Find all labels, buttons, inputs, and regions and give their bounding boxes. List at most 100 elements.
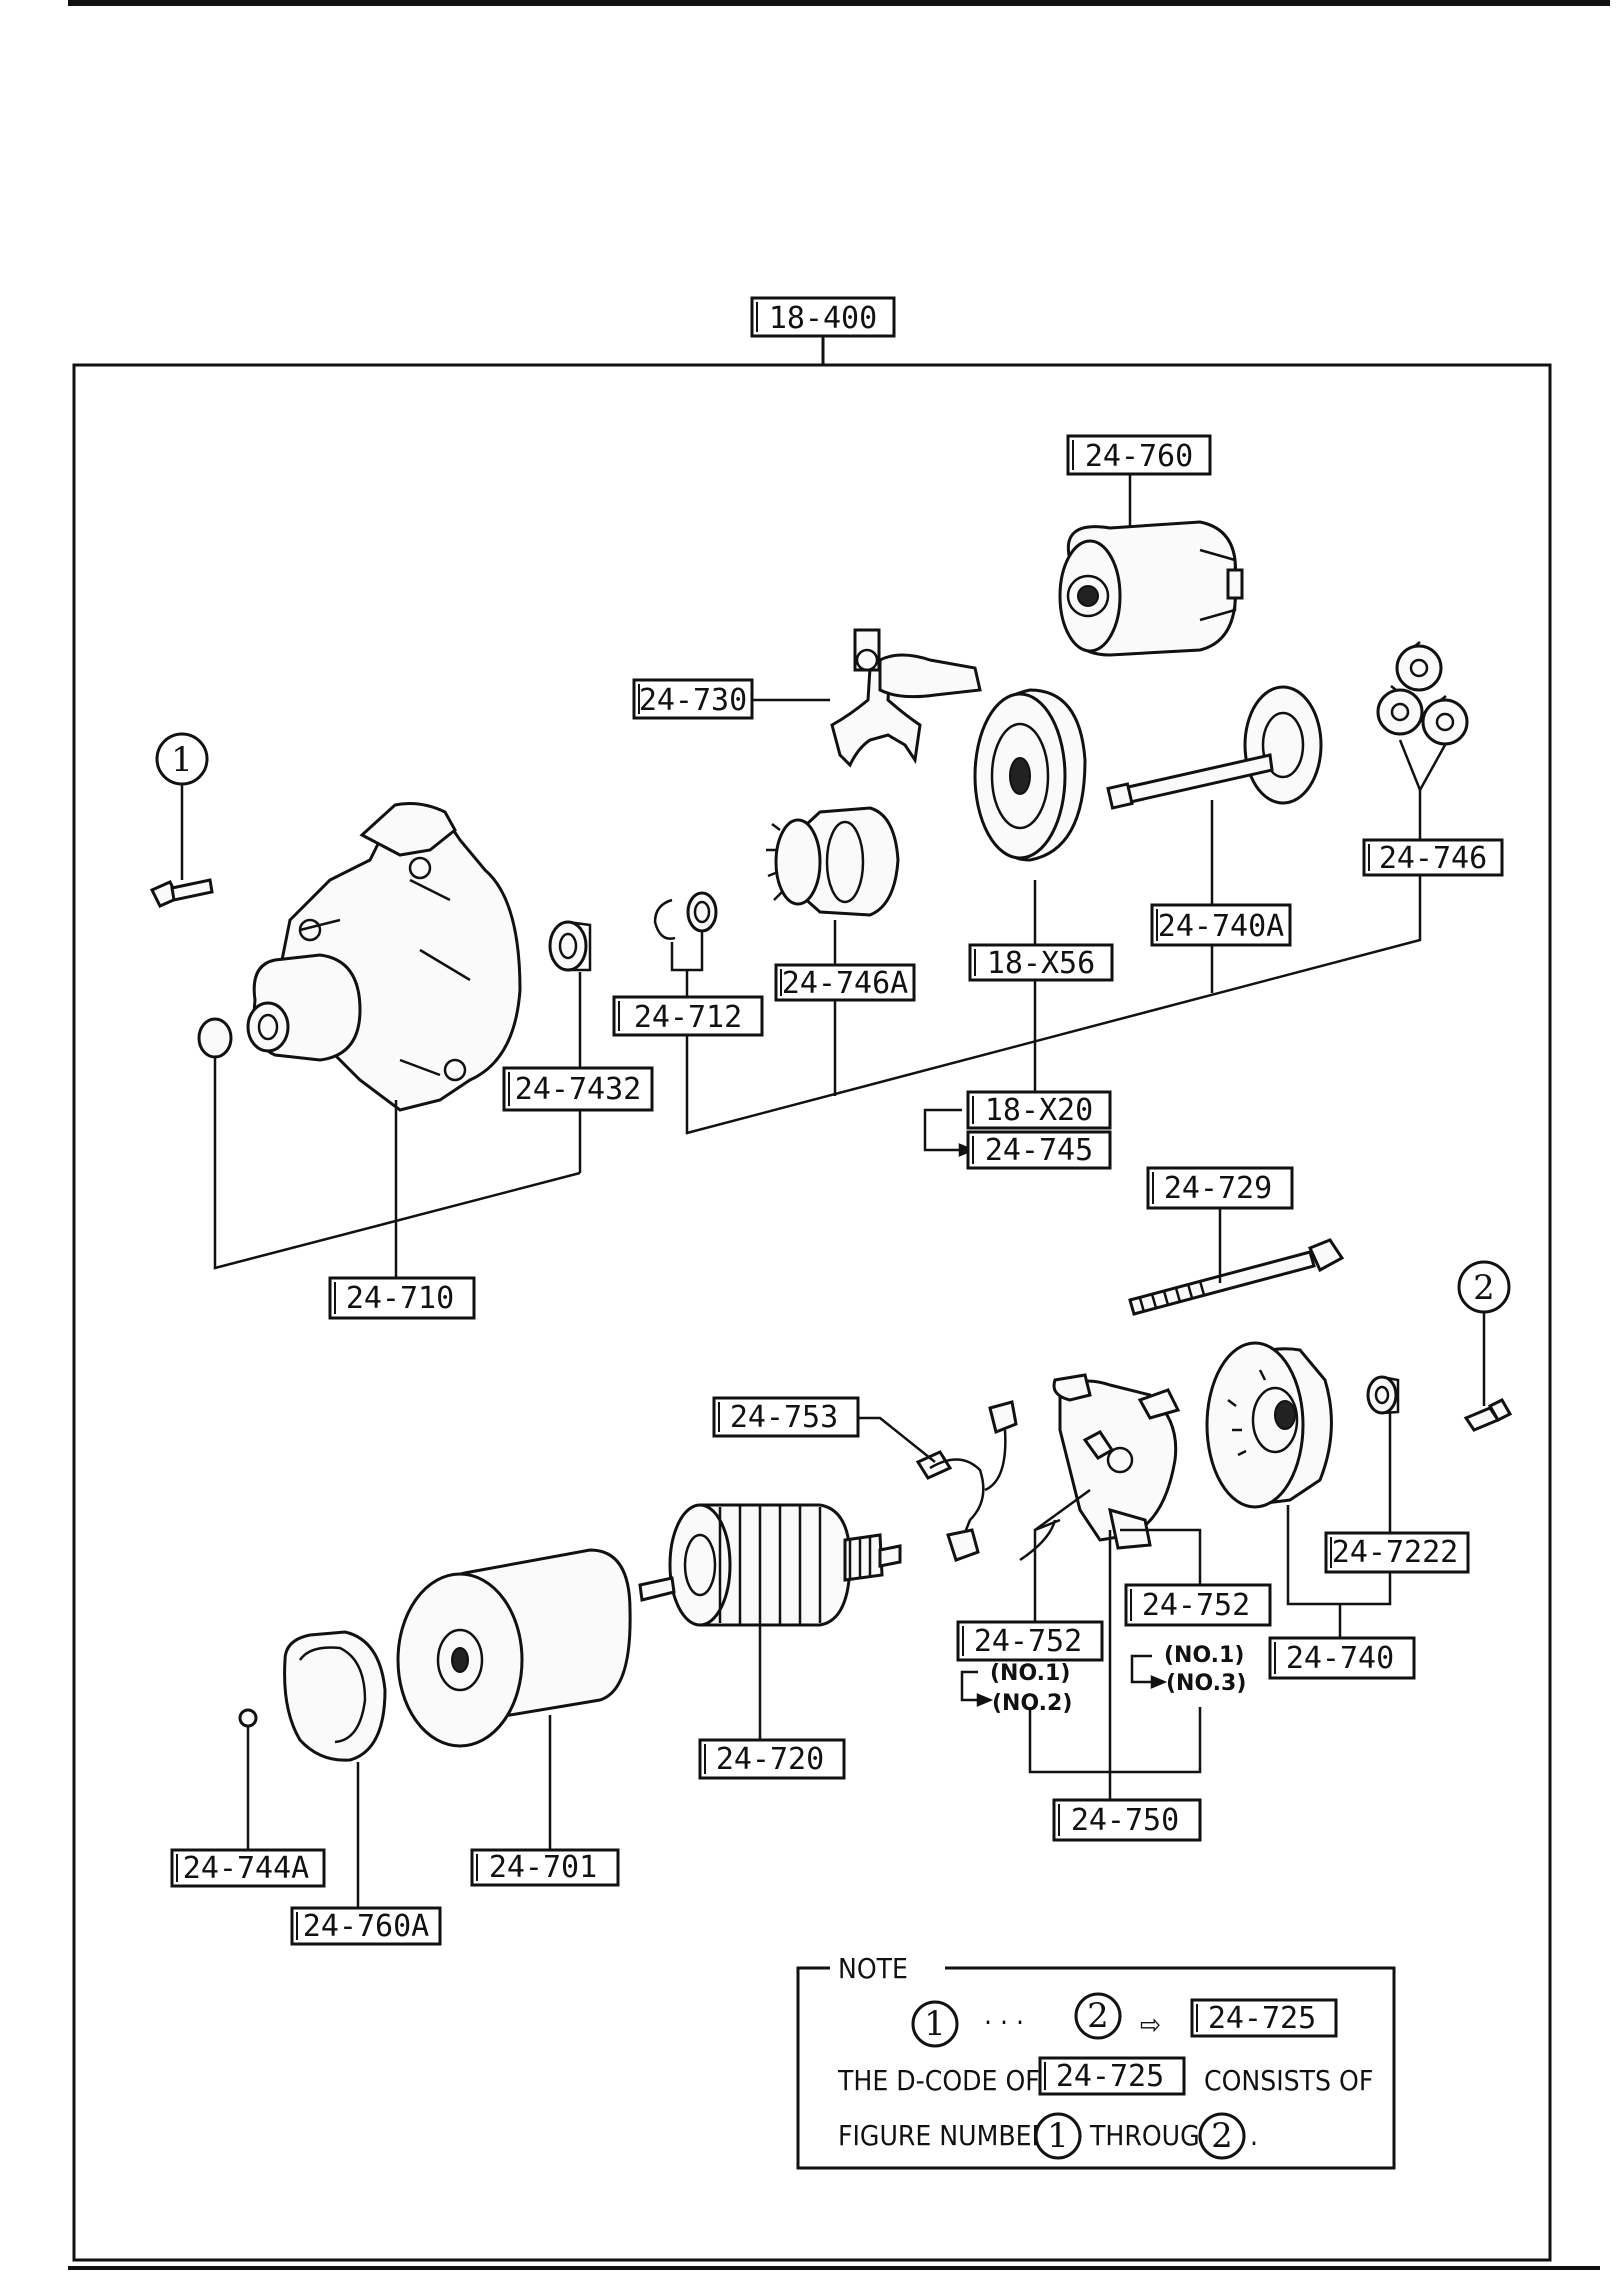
callout-24-7222-text: 24-7222	[1332, 1535, 1458, 1570]
internal-gear-part	[973, 688, 1087, 862]
callout-24-7222[interactable]: 24-7222	[1324, 1531, 1470, 1574]
note-dcode-text-2: 24-725	[1056, 2059, 1164, 2094]
note-arrow: ⇨	[1140, 2008, 1161, 2041]
brush-holder-part	[1052, 1373, 1181, 1550]
callout-24-750-text: 24-750	[1071, 1803, 1179, 1838]
brush-right-variant-2: (NO.3)	[1166, 1671, 1246, 1696]
callout-24-746A[interactable]: 24-746A	[774, 963, 916, 1002]
figure-marker-1-text: 1	[171, 740, 193, 780]
through-bolt-part	[1128, 1238, 1345, 1316]
note-dcode-text-1: 24-725	[1208, 2001, 1316, 2036]
note-line3-end: .	[1250, 2119, 1258, 2152]
callout-24-730[interactable]: 24-730	[632, 678, 754, 720]
callout-24-760-text: 24-760	[1085, 439, 1193, 474]
callout-24-740A[interactable]: 24-740A	[1150, 903, 1292, 947]
assembly-code-text: 18-400	[769, 301, 877, 336]
front-bushing-part	[548, 920, 592, 972]
callout-24-753-text: 24-753	[730, 1400, 838, 1435]
callout-24-701-text: 24-701	[489, 1850, 597, 1885]
callout-24-740A-text: 24-740A	[1158, 909, 1284, 944]
callout-24-752-right[interactable]: 24-752	[1124, 1583, 1272, 1627]
note-marker-1	[911, 2000, 959, 2048]
note-marker-2b	[1198, 2112, 1246, 2160]
callout-18-X56[interactable]: 18-X56	[968, 943, 1114, 982]
callout-24-750[interactable]: 24-750	[1052, 1798, 1202, 1842]
callout-24-710-text: 24-710	[346, 1281, 454, 1316]
callout-24-760A[interactable]: 24-760A	[290, 1906, 442, 1946]
callout-18-X20[interactable]: 18-X20	[966, 1090, 1112, 1130]
note-box: NOTE 1 · · · 2 ⇨ 24-725 THE D-CODE OF 24…	[796, 1952, 1396, 2170]
callout-24-753[interactable]: 24-753	[712, 1396, 860, 1438]
callout-24-752-left-text: 24-752	[974, 1624, 1082, 1659]
note-marker-2	[1074, 1992, 1122, 2040]
mounting-bolt-part	[149, 878, 214, 908]
note-dcode-box-1[interactable]: 24-725	[1190, 1998, 1338, 2038]
note-line2-suffix: CONSISTS OF	[1204, 2064, 1373, 2097]
stop-ring-part	[653, 891, 718, 940]
callout-24-760[interactable]: 24-760	[1066, 434, 1212, 476]
reduction-gears-part	[1376, 641, 1469, 746]
callout-24-710[interactable]: 24-710	[328, 1276, 476, 1320]
brush-lead-wire	[1019, 1519, 1057, 1562]
gears-leader	[1398, 739, 1447, 793]
callout-24-745-text: 24-745	[985, 1133, 1093, 1168]
callout-24-752-right-text: 24-752	[1142, 1588, 1250, 1623]
leader-lines	[180, 474, 1486, 1908]
note-marker-1b-text: 1	[1047, 2116, 1069, 2156]
brush-left-variant-2: (NO.2)	[992, 1691, 1072, 1716]
callout-24-752-left[interactable]: 24-752	[956, 1620, 1104, 1662]
note-line2-prefix: THE D-CODE OF	[837, 2064, 1040, 2097]
figure-marker-2[interactable]: 2	[1457, 1260, 1511, 1314]
figure-marker-2-text: 2	[1473, 1268, 1495, 1308]
rear-bushing-part	[1366, 1375, 1400, 1415]
callout-24-720-text: 24-720	[716, 1742, 824, 1777]
assembly-code-callout[interactable]: 18-400	[750, 296, 896, 338]
brush-left-variant-1: (NO.1)	[990, 1661, 1070, 1686]
callout-24-701[interactable]: 24-701	[470, 1848, 620, 1887]
armature-part	[638, 1503, 902, 1627]
rear-screw-part	[1463, 1398, 1513, 1432]
callout-24-7432[interactable]: 24-7432	[502, 1066, 654, 1112]
callout-24-745[interactable]: 24-745	[966, 1130, 1112, 1170]
pinion-gear-part	[766, 806, 900, 917]
shift-lever-part	[830, 628, 982, 768]
callout-24-712[interactable]: 24-712	[612, 995, 764, 1037]
callout-24-746-text: 24-746	[1379, 841, 1487, 876]
callout-24-740[interactable]: 24-740	[1268, 1636, 1416, 1680]
note-marker-1b	[1034, 2112, 1082, 2160]
callout-24-730-text: 24-730	[639, 683, 747, 718]
solenoid-switch-part	[1058, 520, 1244, 657]
note-marker-1-text: 1	[924, 2004, 946, 2044]
callout-24-744A-text: 24-744A	[183, 1851, 309, 1886]
drive-housing-part	[246, 802, 522, 1112]
callout-24-760A-text: 24-760A	[303, 1909, 429, 1944]
brush-right-variant-1: (NO.1)	[1164, 1643, 1244, 1668]
callout-18-X20-text: 18-X20	[985, 1093, 1093, 1128]
callout-24-744A[interactable]: 24-744A	[170, 1848, 326, 1888]
brush-set-part	[915, 1400, 1018, 1562]
callout-24-7432-text: 24-7432	[515, 1072, 641, 1107]
rear-cover-part	[1205, 1341, 1333, 1509]
o-ring-part	[197, 1017, 233, 1059]
note-title: NOTE	[838, 1952, 908, 1985]
callout-24-729-text: 24-729	[1164, 1171, 1272, 1206]
note-line3-prefix: FIGURE NUMBERS	[838, 2119, 1065, 2152]
steel-ball-part	[238, 1708, 258, 1728]
note-range-dots: · · ·	[984, 2006, 1024, 2039]
callout-24-712-text: 24-712	[634, 1000, 742, 1035]
callout-18-X56-text: 18-X56	[987, 946, 1095, 981]
note-marker-2b-text: 2	[1211, 2116, 1233, 2156]
note-marker-2-text: 2	[1087, 1996, 1109, 2036]
planetary-shaft-part	[1106, 685, 1323, 810]
callout-24-720[interactable]: 24-720	[698, 1738, 846, 1780]
callout-24-746[interactable]: 24-746	[1362, 838, 1504, 877]
seal-plate-part	[283, 1630, 387, 1762]
figure-marker-1[interactable]: 1	[155, 732, 209, 786]
callout-24-740-text: 24-740	[1286, 1641, 1394, 1676]
callout-24-746A-text: 24-746A	[782, 966, 908, 1001]
yoke-part	[396, 1548, 632, 1748]
note-line3-middle: THROUGH	[1089, 2119, 1219, 2152]
callout-24-729[interactable]: 24-729	[1146, 1166, 1294, 1210]
note-dcode-box-2[interactable]: 24-725	[1038, 2056, 1186, 2096]
